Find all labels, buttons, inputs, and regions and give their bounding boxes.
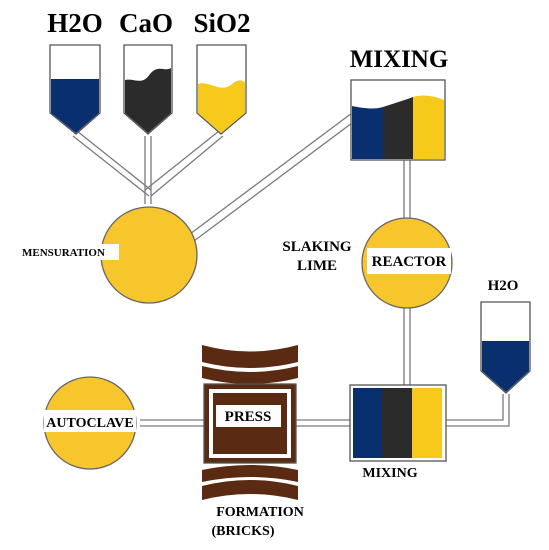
press-plate-bottom: [202, 465, 298, 482]
mensuration-vessel: [20, 206, 198, 304]
hopper-sio2-fill: [198, 80, 245, 133]
hopper-h2o-right-fill: [482, 341, 529, 392]
label-h2o-right: H2O: [488, 278, 519, 294]
mixing-tank-bottom: [349, 384, 447, 462]
pipe-mixing-reactor: [403, 160, 411, 222]
label-slaking-line2: LIME: [297, 258, 337, 274]
press-plate-top-2: [202, 366, 298, 384]
label-mixing-top: MIXING: [350, 46, 449, 73]
hopper-cao-fill: [125, 68, 171, 133]
label-sio2: SiO2: [193, 8, 250, 38]
label-formation-line2: (BRICKS): [211, 524, 274, 539]
hopper-sio2: [196, 44, 247, 135]
press-plate-bottom-2: [202, 480, 298, 500]
label-slaking-line1: SLAKING: [282, 239, 352, 255]
hopper-h2o: [49, 44, 101, 135]
label-cao: CaO: [119, 8, 173, 38]
pipe-sio2-junction: [144, 130, 224, 197]
label-press: PRESS: [225, 409, 272, 425]
hopper-h2o-fill: [51, 79, 99, 133]
pipe-h2o-junction: [72, 130, 152, 197]
mixing-tank-top: [350, 79, 446, 161]
label-mixing-bottom: MIXING: [362, 466, 417, 481]
hopper-cao: [123, 44, 173, 135]
press-plate-top: [202, 345, 298, 368]
label-formation-line1: FORMATION: [216, 505, 304, 520]
label-reactor: REACTOR: [372, 254, 447, 270]
reactor-vessel: [361, 217, 453, 309]
label-autoclave: AUTOCLAVE: [46, 416, 133, 431]
pipe-mensuration-mixing: [189, 112, 357, 242]
pipe-reactor-mixing: [403, 306, 411, 386]
press-unit: [202, 345, 298, 500]
label-h2o-top: H2O: [47, 8, 103, 38]
pipe-press-autoclave: [140, 419, 205, 427]
autoclave-vessel: [43, 376, 137, 470]
label-mensuration: MENSURATION: [22, 247, 105, 259]
pipe-h2o-mixing: [446, 394, 510, 427]
pipes: [72, 112, 510, 427]
hopper-h2o-right: [480, 301, 531, 394]
pipe-mixing-press: [296, 419, 350, 427]
pipe-junction-mensuration: [144, 196, 152, 204]
